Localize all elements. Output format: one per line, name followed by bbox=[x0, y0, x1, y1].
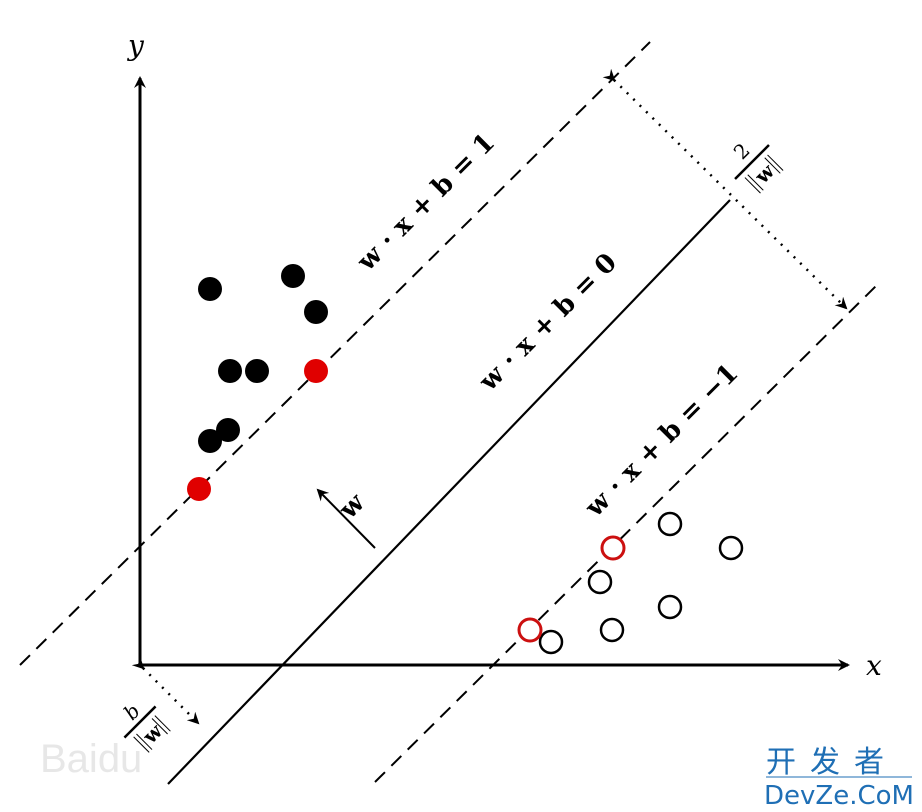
data-point bbox=[304, 300, 328, 324]
margin-width-label: 2 w bbox=[729, 138, 784, 194]
data-point bbox=[718, 535, 744, 561]
offset-arrow bbox=[131, 656, 200, 725]
data-point bbox=[587, 569, 613, 595]
data-point bbox=[218, 359, 242, 383]
data-point bbox=[657, 511, 683, 537]
data-point bbox=[198, 277, 222, 301]
positive-class-points bbox=[187, 264, 328, 501]
fraction-bar bbox=[123, 705, 157, 739]
data-point bbox=[538, 629, 564, 655]
data-point bbox=[198, 429, 222, 453]
norm-bar bbox=[747, 174, 764, 191]
upper-margin-label: w · x + b = 1 bbox=[351, 128, 501, 278]
norm-bar bbox=[764, 157, 781, 174]
support-vector bbox=[304, 359, 328, 383]
norm-bar bbox=[133, 736, 150, 753]
data-point bbox=[281, 264, 305, 288]
support-vector bbox=[187, 477, 211, 501]
x-axis-label: x bbox=[866, 649, 882, 682]
data-point bbox=[599, 617, 625, 643]
hyperplane-label: w · x + b = 0 bbox=[473, 248, 623, 398]
upper-margin-line bbox=[19, 41, 651, 666]
negative-class-points bbox=[517, 511, 744, 655]
norm-bar bbox=[136, 733, 153, 750]
fraction-bar bbox=[734, 144, 770, 180]
hyperplane-line bbox=[167, 199, 731, 785]
normal-vector-arrow bbox=[316, 488, 376, 549]
baidu-watermark: Baidu bbox=[40, 737, 142, 781]
margin-width-numerator: 2 bbox=[729, 138, 755, 164]
norm-bar bbox=[744, 177, 761, 194]
support-vector bbox=[517, 617, 543, 643]
y-axis-label: y bbox=[126, 29, 145, 62]
devze-watermark-en: DevZe.CoM bbox=[764, 781, 914, 811]
data-point bbox=[657, 594, 683, 620]
support-vector bbox=[600, 535, 626, 561]
data-point bbox=[245, 359, 269, 383]
normal-vector-label: w bbox=[333, 487, 371, 525]
data-point bbox=[216, 418, 240, 442]
devze-watermark-cn: 开发者 bbox=[766, 745, 898, 780]
lower-margin-line bbox=[374, 281, 881, 783]
norm-bar bbox=[767, 154, 784, 171]
norm-bar bbox=[154, 715, 171, 732]
norm-bar bbox=[151, 718, 168, 735]
margin-width-arrow bbox=[602, 68, 848, 310]
